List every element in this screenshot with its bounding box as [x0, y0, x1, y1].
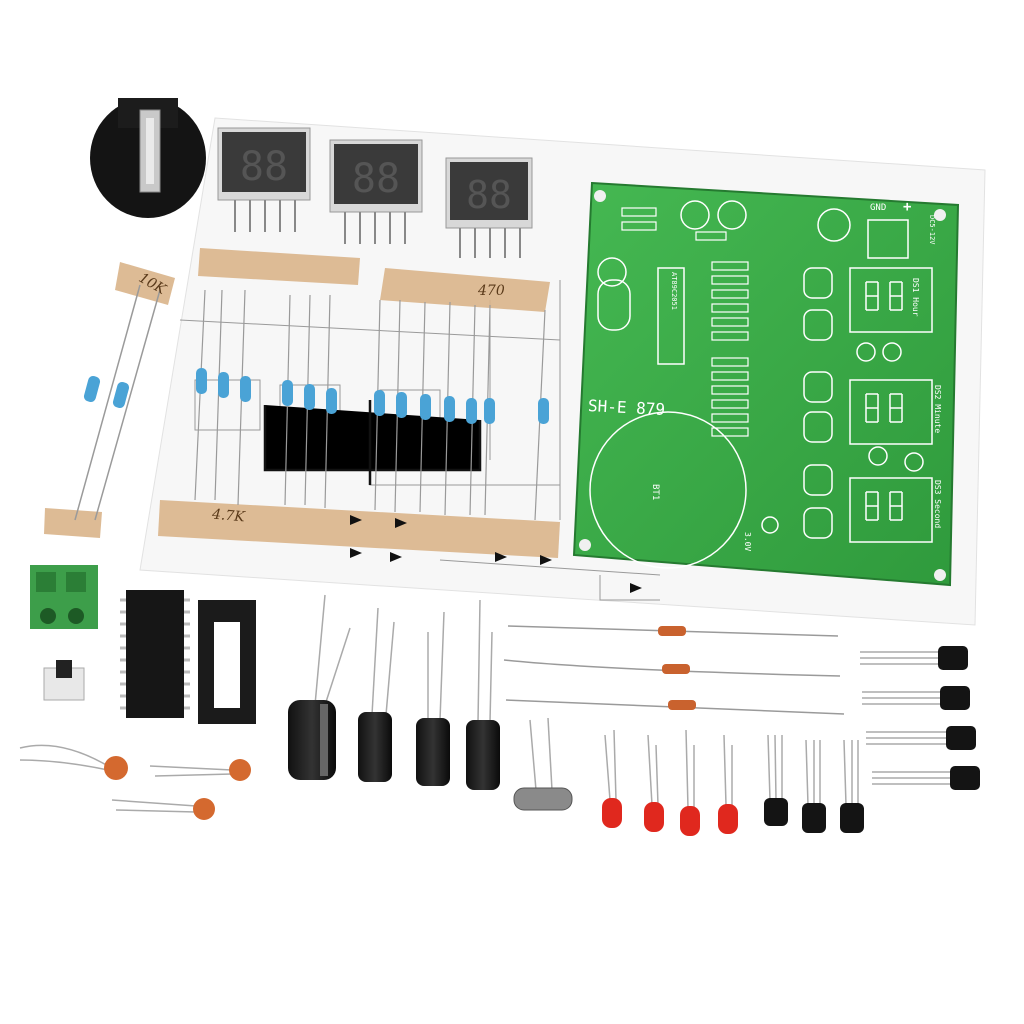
electrolytic-capacitor-large	[288, 594, 351, 780]
pcb-power-label: DC5-12V	[928, 215, 936, 245]
svg-text:88: 88	[352, 156, 400, 202]
pcb-silkscreen	[589, 200, 933, 569]
resistor-10k-body-1	[83, 376, 101, 402]
ic-socket	[198, 600, 256, 724]
ceramic-capacitor-2	[149, 759, 251, 781]
pcb-gnd-label: GND	[870, 203, 887, 213]
seven-segment-display-2: 88	[329, 139, 423, 244]
battery-outline	[589, 411, 747, 569]
tactile-push-button	[43, 660, 85, 701]
tape-label-4-7k: 4.7K	[211, 506, 246, 526]
screw-terminal-block	[30, 565, 98, 629]
electrolytic-capacitor-4	[466, 599, 500, 790]
crystal-oscillator	[513, 717, 573, 811]
pcb-resistor-pads	[621, 207, 749, 437]
transistor-bodies-vertical	[764, 798, 864, 833]
tape-strip-top-left	[198, 248, 360, 285]
ic-chip-dip20	[120, 590, 190, 718]
svg-text:88: 88	[240, 144, 288, 190]
transistor-bodies-horizontal	[938, 646, 980, 790]
diode-2	[503, 659, 841, 677]
tape-strip-top-right	[380, 268, 550, 312]
resistor-pair-10k	[74, 284, 161, 521]
resistor-bodies	[196, 368, 549, 424]
schematic-diodes	[350, 515, 642, 593]
pcb-plus-label: +	[903, 199, 912, 215]
seven-segment-display-3: 88	[445, 157, 533, 258]
pcb-voltage-label: 3.0V	[743, 532, 752, 552]
pcb-minute-label: DS2 Minute	[933, 385, 942, 434]
pcb-mount-holes	[579, 190, 946, 581]
pcb-model-label: SH-E 879	[587, 395, 666, 420]
ceramic-capacitor-3	[111, 798, 215, 820]
transistors-vertical	[767, 734, 859, 806]
electrolytic-capacitor-3	[416, 611, 450, 786]
diode-1	[507, 625, 839, 637]
diode-3	[505, 699, 845, 715]
pcb-7seg-digits	[865, 281, 903, 521]
pcb-board	[572, 181, 960, 587]
svg-text:88: 88	[466, 173, 512, 217]
red-leds	[604, 729, 733, 809]
tape-strip-bottom	[158, 500, 560, 558]
transistors-horizontal	[860, 651, 952, 785]
ceramic-capacitor-1	[19, 744, 128, 780]
tape-strip-left-bottom	[44, 508, 102, 538]
electrolytic-capacitor-2	[358, 607, 395, 782]
pcb-second-label: DS3 Second	[933, 480, 942, 529]
pcb-chip-label: AT89C2051	[670, 272, 678, 310]
tape-strip-left	[115, 262, 175, 305]
coin-cell-battery-holder	[90, 98, 206, 218]
resistor-10k-body-2	[112, 382, 130, 408]
red-led-bodies	[602, 798, 738, 836]
tape-label-470: 470	[478, 283, 505, 299]
seven-segment-display-1: 88	[217, 127, 311, 232]
pcb-hour-label: DS1 Hour	[911, 278, 920, 317]
pcb-battery-label: BT1	[650, 484, 660, 501]
